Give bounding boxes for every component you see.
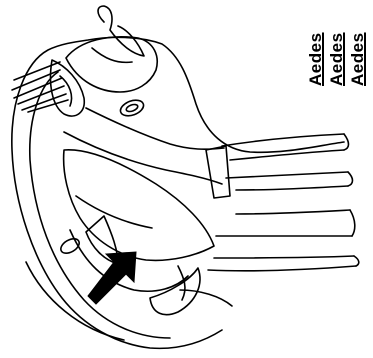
black-arrow — [88, 252, 136, 304]
thorax-outline — [12, 37, 344, 348]
sternopleuron — [64, 150, 214, 261]
top-spiracle — [98, 6, 144, 56]
mesepimeron — [206, 146, 230, 198]
bristle-tuft — [12, 62, 68, 112]
species-labels: Aedes Aedes Aedes — [300, 0, 373, 358]
species-label: Aedes — [306, 32, 326, 86]
scutum-lobe — [66, 37, 157, 92]
oval-marking — [58, 236, 81, 256]
species-label: Aedes — [348, 32, 368, 86]
species-label: Aedes — [327, 32, 347, 86]
spiracle — [118, 97, 145, 118]
